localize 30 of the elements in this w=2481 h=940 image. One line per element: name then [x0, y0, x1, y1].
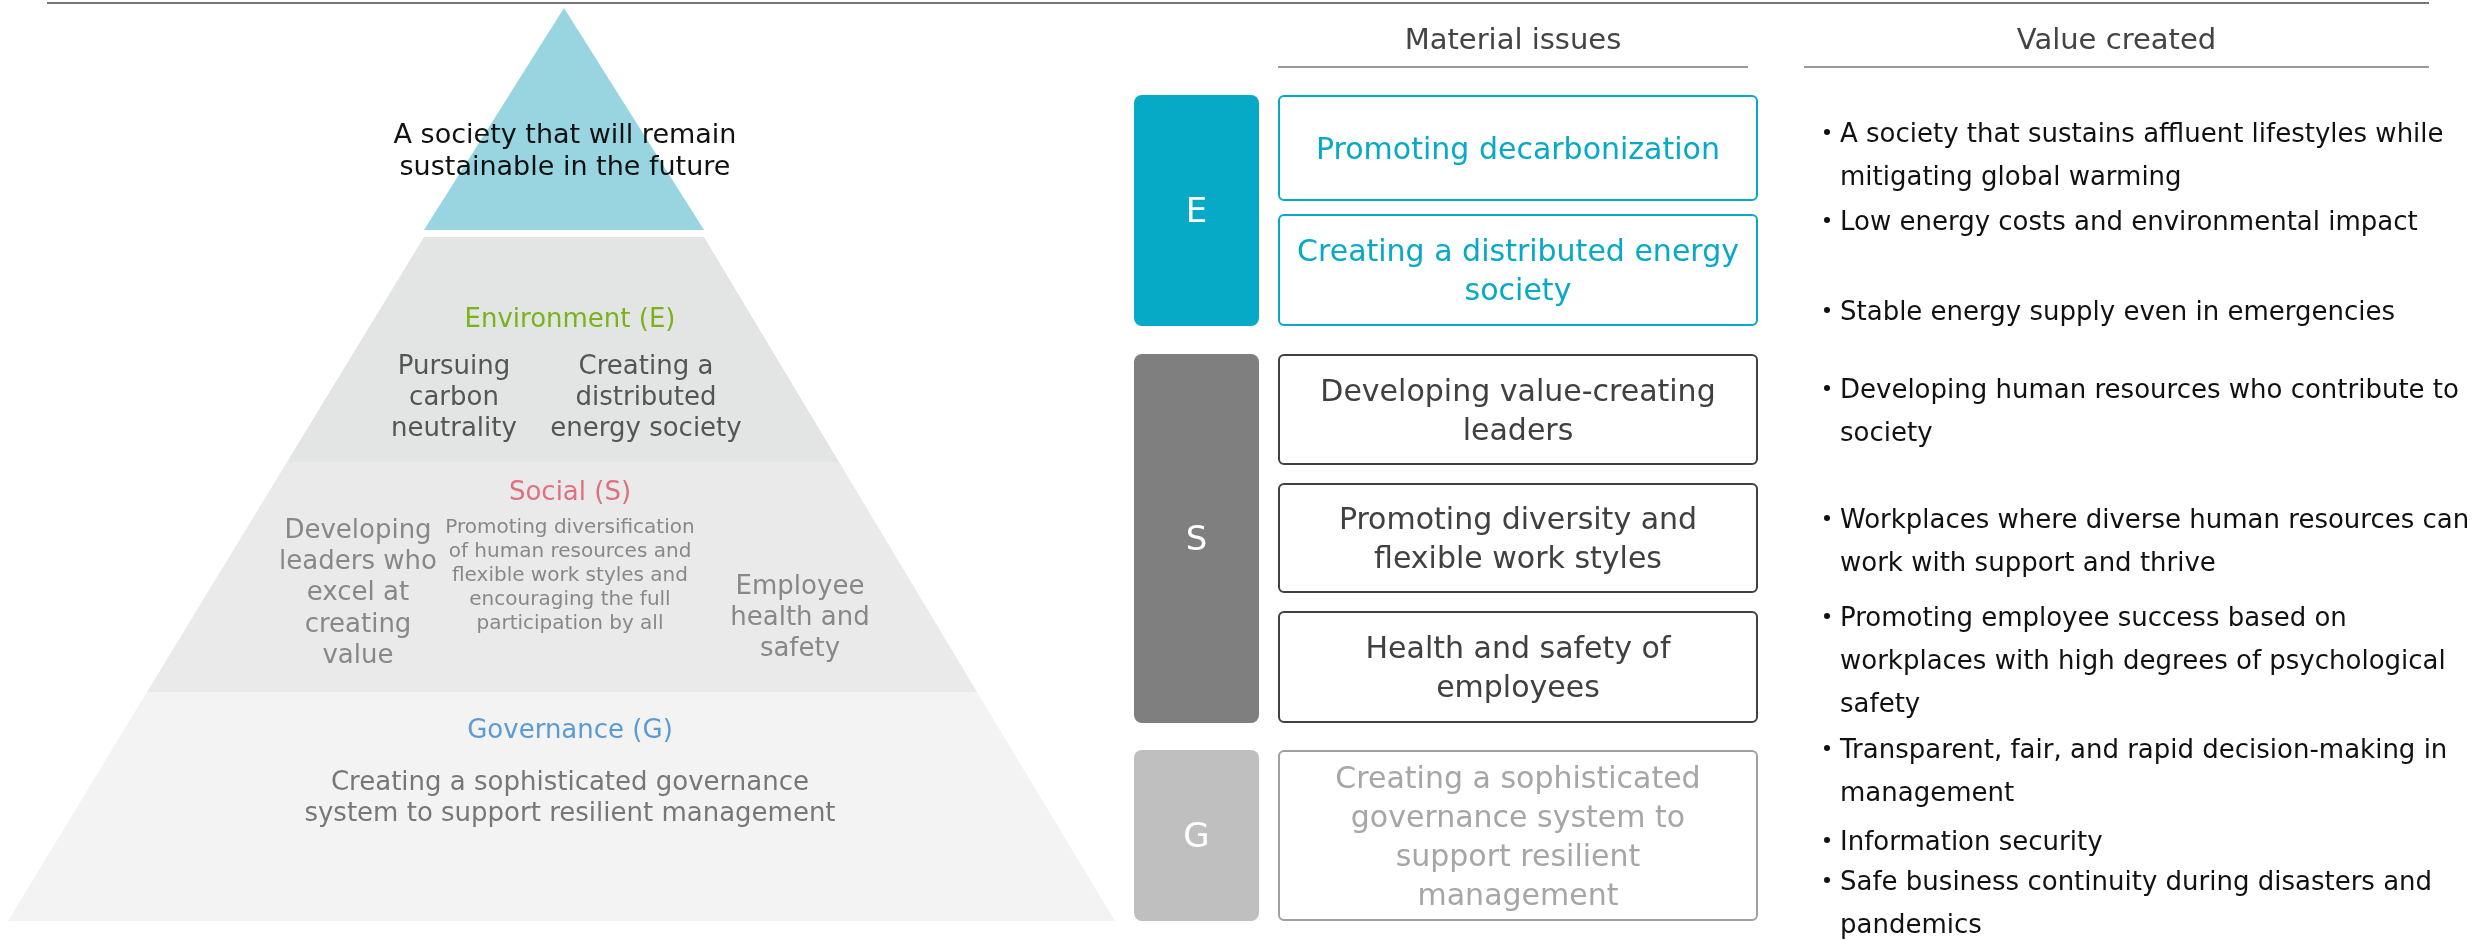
tier-text: Creating a distributed energy society — [549, 350, 743, 444]
value-text: Safe business continuity during disasters and pandemics — [1840, 865, 2434, 940]
value-text: Stable energy supply even in emergencies — [1840, 295, 2397, 328]
tier-heading: Governance (G) — [466, 714, 674, 746]
value-text: A society that sustains affluent lifestyles while mitigating global warming — [1840, 117, 2445, 193]
tier-heading: Social (S) — [507, 476, 633, 508]
category-bar: G — [1134, 750, 1259, 921]
column-header: Material issues — [1278, 22, 1748, 68]
issue-box: Health and safety of employees — [1278, 611, 1758, 723]
tier-text: Pursuing carbon neutrality — [390, 350, 518, 444]
tier-heading: Environment (E) — [463, 303, 677, 335]
issue-box: Creating a distributed energy society — [1278, 214, 1758, 326]
value-text: Promoting employee success based on workplaces with high degrees of psychological safety — [1840, 601, 2447, 720]
tier-text: Promoting diversification of human resources and flexible work styles and encouraging the full participation by all — [444, 514, 696, 634]
value-text: Information security — [1840, 825, 2104, 858]
value-text: Workplaces where diverse human resources can work with support and thrive — [1840, 503, 2470, 579]
tier-text: Employee health and safety — [729, 570, 871, 664]
category-bar: S — [1134, 354, 1259, 723]
issue-box: Promoting decarbonization — [1278, 95, 1758, 201]
value-text: Transparent, fair, and rapid decision-making in management — [1840, 733, 2449, 809]
value-text: Low energy costs and environmental impact — [1840, 205, 2419, 238]
issue-box: Developing value-creating leaders — [1278, 354, 1758, 465]
column-header: Value created — [1804, 22, 2429, 68]
tier-text: Developing leaders who excel at creating value — [278, 514, 438, 670]
issue-box: Creating a sophisticated governance system to support resilient management — [1278, 750, 1758, 921]
issue-box: Promoting diversity and flexible work styles — [1278, 483, 1758, 593]
value-text: Developing human resources who contribute to society — [1840, 373, 2460, 449]
category-bar: E — [1134, 95, 1259, 326]
apex-text: A society that will remain sustainable in the future — [392, 118, 738, 183]
tier-text: Creating a sophisticated governance system to support resilient management — [303, 766, 837, 829]
